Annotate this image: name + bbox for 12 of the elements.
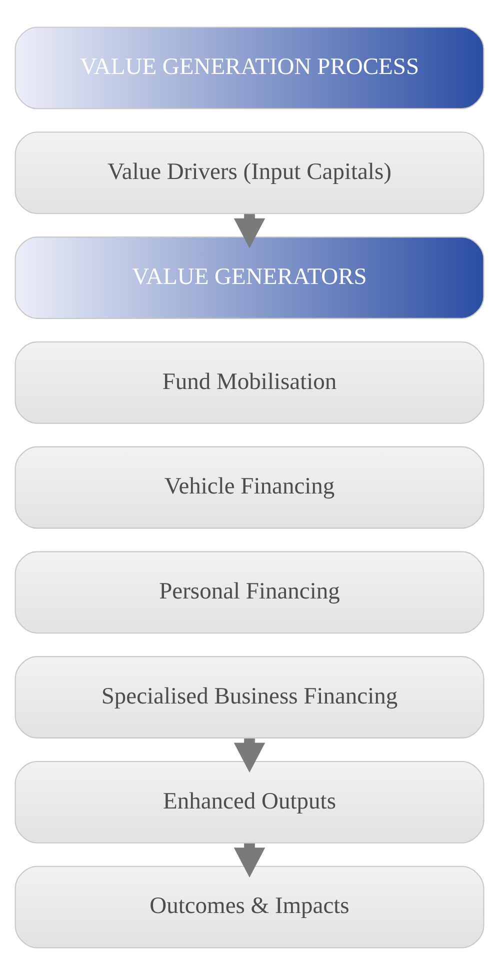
arrow (234, 842, 266, 877)
node-box: Outcomes & Impacts (14, 865, 484, 948)
arrow (234, 738, 266, 772)
node-box: Personal Financing (14, 550, 484, 634)
arrow (234, 214, 266, 248)
node-box: VALUE GENERATORS (14, 236, 484, 318)
node-box: Vehicle Financing (14, 446, 484, 528)
node-box: Specialised Business Financing (14, 656, 484, 738)
node-box: VALUE GENERATION PROCESS (14, 26, 484, 109)
node-box: Fund Mobilisation (14, 340, 484, 424)
node-box: Enhanced Outputs (14, 760, 484, 843)
node-box: Value Drivers (Input Capitals) (14, 131, 484, 214)
